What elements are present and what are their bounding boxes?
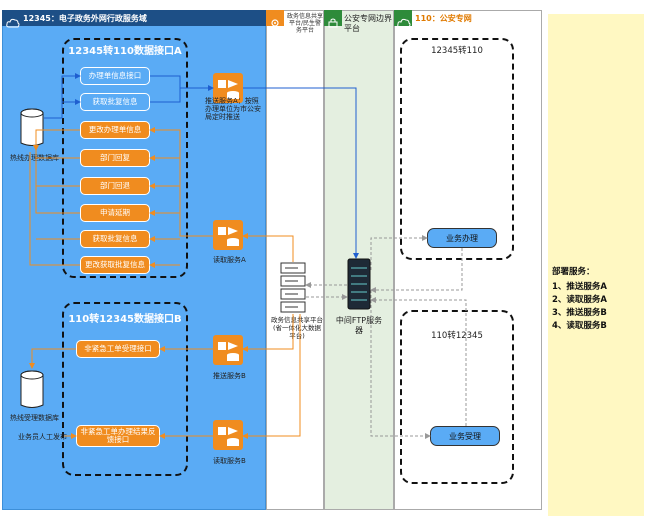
cloud-icon [6,13,20,32]
hotline-db-label: 热线办理数据库 [10,154,59,162]
ftp-server-label: 中间FTP服务器 [335,316,383,335]
read-service-a-label: 读取服务A [213,256,246,264]
read-service-b-icon[interactable] [213,420,243,450]
deploy-item-2: 3、推送服务B [552,308,607,318]
zone-share-title: 政务信息共享平台/民生警务平台 [287,13,324,34]
group-b-title: 110转12345数据接口B [68,314,182,325]
manual-publish-label: 业务员人工发布 [18,433,67,441]
cloud-icon [397,13,411,32]
zone-share-platform [266,10,324,510]
group-interface-b [62,302,188,476]
lock-icon [328,13,338,32]
group-police-bottom [400,310,514,484]
zone-12345-header [2,10,266,26]
deploy-item-1: 2、读取服务A [552,295,607,305]
ftp-server-icon[interactable] [347,258,371,314]
push-service-b-icon[interactable] [213,335,243,365]
police-top-title: 12345转110 [431,46,483,56]
group-police-top [400,38,514,260]
zone-gov-title: 公安专网边界平台 [344,14,392,33]
database-icon [20,370,44,414]
deploy-item-0: 1、推送服务A [552,282,607,292]
push-service-a-label: 推送服务A：按照办理单位为市公安局定时推送 [205,97,261,121]
deploy-title: 部署服务： [552,267,595,277]
share-icon-bg [266,10,284,26]
police-bottom-title: 110转12345 [431,331,483,341]
server-icon[interactable] [280,262,306,318]
zone-police-title: 110：公安专网 [415,14,472,23]
read-service-b-label: 读取服务B [213,457,246,465]
group-a-title: 12345转110数据接口A [68,46,182,57]
deploy-note [548,14,644,516]
database-icon [20,108,44,152]
share-server-label: 政务信息共享平台(省一体化大数据平台) [271,316,323,340]
iface-b-1[interactable]: 非紧急工单办理结果反馈接口 [76,425,160,447]
push-service-b-label: 推送服务B [213,372,246,380]
read-service-a-icon[interactable] [213,220,243,250]
deploy-item-3: 4、读取服务B [552,321,607,331]
hotline-accept-db-label: 热线受理数据库 [10,414,59,422]
gear-icon [269,13,281,32]
zone-12345-title: 12345：电子政务外网行政服务域 [23,14,147,23]
push-service-a-icon[interactable] [213,73,243,103]
iface-a-2[interactable]: 更改办理单信息 [80,121,150,139]
